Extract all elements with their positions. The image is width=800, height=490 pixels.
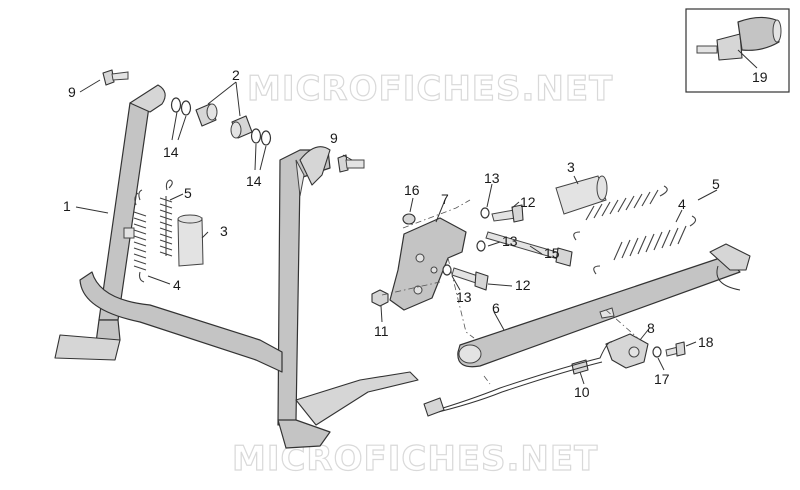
part-18-screw bbox=[665, 341, 686, 357]
callout-19: 19 bbox=[752, 69, 768, 85]
callout-12-upper: 12 bbox=[520, 194, 536, 210]
part-4-spring-left bbox=[133, 192, 147, 283]
sensor-wire bbox=[429, 341, 613, 413]
callout-17: 17 bbox=[654, 371, 670, 387]
part-8-sensor-switch bbox=[605, 333, 649, 369]
callout-3-left: 3 bbox=[220, 223, 228, 239]
callout-1: 1 bbox=[63, 198, 71, 214]
part-7-bracket bbox=[389, 217, 467, 311]
callout-4-right: 4 bbox=[678, 196, 686, 212]
part-12-bolt-lower bbox=[451, 267, 489, 291]
callout-4-left: 4 bbox=[173, 277, 181, 293]
part-10-connector bbox=[571, 359, 589, 375]
part-14-rings bbox=[170, 97, 272, 146]
part-5-spring-right bbox=[573, 185, 668, 241]
part-3-sleeve-left bbox=[177, 214, 204, 267]
callout-16: 16 bbox=[404, 182, 420, 198]
callout-13-top: 13 bbox=[484, 170, 500, 186]
callout-7: 7 bbox=[441, 191, 449, 207]
callout-13-low: 13 bbox=[456, 289, 472, 305]
callout-12-lower: 12 bbox=[515, 277, 531, 293]
callout-3-right: 3 bbox=[567, 159, 575, 175]
callout-5-left: 5 bbox=[184, 185, 192, 201]
callout-2: 2 bbox=[232, 67, 240, 83]
callout-6: 6 bbox=[492, 300, 500, 316]
callout-10: 10 bbox=[574, 384, 590, 400]
callout-13-mid: 13 bbox=[502, 233, 518, 249]
part-9-bolt-right bbox=[337, 154, 365, 173]
callout-9-right: 9 bbox=[330, 130, 338, 146]
part-1-center-stand bbox=[54, 84, 419, 449]
callout-11: 11 bbox=[374, 323, 389, 339]
part-15-long-bolt bbox=[485, 231, 573, 267]
inset-part-19 bbox=[685, 8, 790, 93]
part-4-spring-right bbox=[593, 215, 697, 275]
part-16-bushing bbox=[402, 213, 416, 225]
part-5-spring-left bbox=[138, 179, 173, 257]
part-6-side-stand bbox=[457, 243, 751, 368]
part-2-bushing-lower bbox=[230, 115, 253, 139]
watermark-top: MICROFICHES.NET bbox=[247, 69, 613, 109]
wire-connector bbox=[423, 397, 445, 417]
part-2-bushing-upper bbox=[195, 103, 218, 127]
part-11-nut bbox=[371, 289, 389, 307]
part-9-bolt-left bbox=[102, 69, 129, 86]
part-13-washers bbox=[442, 207, 490, 276]
part-17-washer bbox=[652, 346, 662, 358]
callout-5-right: 5 bbox=[712, 176, 720, 192]
callout-14-upper: 14 bbox=[163, 144, 179, 160]
callout-8: 8 bbox=[647, 320, 655, 336]
part-3-sleeve-right bbox=[555, 175, 608, 215]
part-12-bolt-upper bbox=[491, 204, 524, 223]
callout-15: 15 bbox=[544, 245, 560, 261]
callout-14-lower: 14 bbox=[246, 173, 262, 189]
callout-9-left: 9 bbox=[68, 84, 76, 100]
callout-18: 18 bbox=[698, 334, 714, 350]
